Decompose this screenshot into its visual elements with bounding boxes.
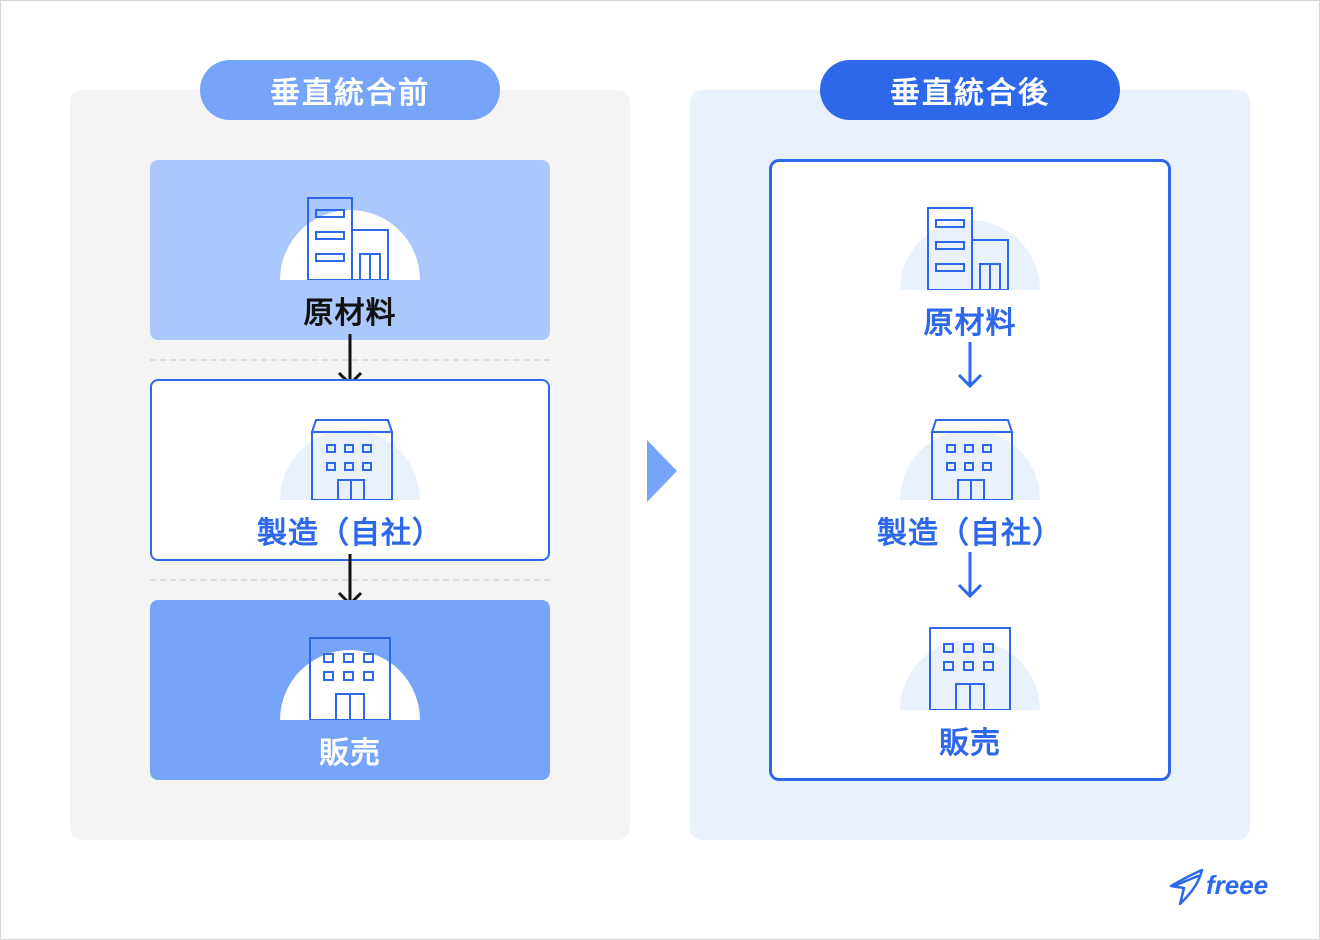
- before-raw-materials-label: 原材料: [303, 296, 397, 331]
- factory-icon: [280, 419, 420, 500]
- arrow-down-icon: [957, 552, 983, 599]
- after-raw-materials-label: 原材料: [923, 306, 1017, 341]
- factory-icon: [900, 419, 1040, 500]
- logo-text: freee: [1206, 870, 1268, 900]
- store-building-icon: [900, 627, 1040, 710]
- divider-line: [150, 359, 550, 361]
- warehouse-icon: [280, 197, 420, 280]
- after-title: 垂直統合後: [820, 60, 1120, 120]
- after-sales-label: 販売: [939, 726, 1001, 761]
- warehouse-icon: [900, 207, 1040, 290]
- before-manufacturing-label: 製造（自社）: [257, 516, 443, 551]
- arrow-down-icon: [957, 342, 983, 389]
- divider-line: [150, 579, 550, 581]
- store-building-icon: [280, 637, 420, 720]
- before-title: 垂直統合前: [200, 60, 500, 120]
- before-sales-label: 販売: [319, 736, 381, 771]
- chevron-right-icon: [647, 440, 677, 502]
- after-manufacturing-label: 製造（自社）: [877, 516, 1063, 551]
- freee-logo: freee: [1169, 868, 1268, 906]
